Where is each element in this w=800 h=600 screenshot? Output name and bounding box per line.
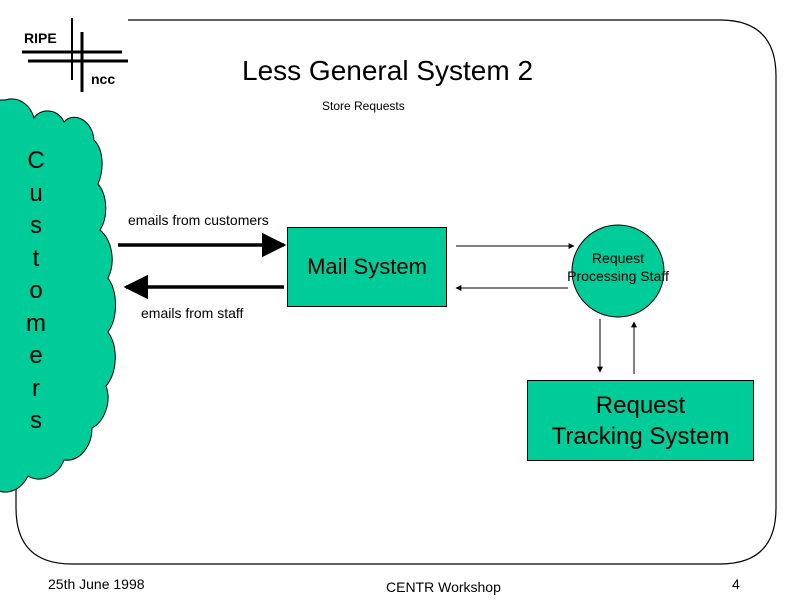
request-tracking-box: Request Tracking System	[527, 380, 754, 461]
footer-event: CENTR Workshop	[386, 579, 501, 595]
request-tracking-label-line1: Request	[595, 391, 686, 419]
request-processing-label-line2: Processing Staff	[567, 268, 669, 284]
logo-ncc-text: ncc	[91, 71, 116, 87]
logo-ripe-text: RIPE	[24, 30, 57, 46]
customers-letter: s	[30, 212, 42, 239]
customers-letter: e	[29, 342, 43, 369]
customers-letter: C	[27, 147, 45, 174]
customers-letter: m	[26, 309, 46, 337]
emails-from-customers-label: emails from customers	[128, 212, 269, 228]
request-processing-circle	[571, 224, 665, 318]
page-title: Less General System 2	[242, 55, 534, 86]
customers-letter: u	[29, 179, 43, 207]
customers-label: C u s t o m e r s	[24, 145, 48, 438]
ripe-ncc-logo-graphic	[22, 18, 128, 92]
footer-date: 25th June 1998	[48, 576, 145, 592]
emails-from-staff-label: emails from staff	[141, 305, 244, 321]
mail-system-box: Mail System	[287, 227, 447, 307]
customers-letter: s	[30, 407, 42, 434]
customers-cloud	[0, 98, 116, 493]
customers-letter: o	[29, 277, 43, 304]
customers-letter: t	[32, 244, 40, 272]
request-processing-label: Request Processing Staff	[558, 249, 678, 285]
slide-frame	[15, 19, 777, 565]
page-number: 4	[732, 576, 740, 592]
request-processing-label-line1: Request	[591, 250, 645, 266]
request-tracking-label-line2: Tracking System	[551, 422, 730, 450]
mail-system-label: Mail System	[307, 254, 427, 279]
customers-letter: r	[32, 374, 40, 402]
subtitle: Store Requests	[322, 99, 405, 113]
